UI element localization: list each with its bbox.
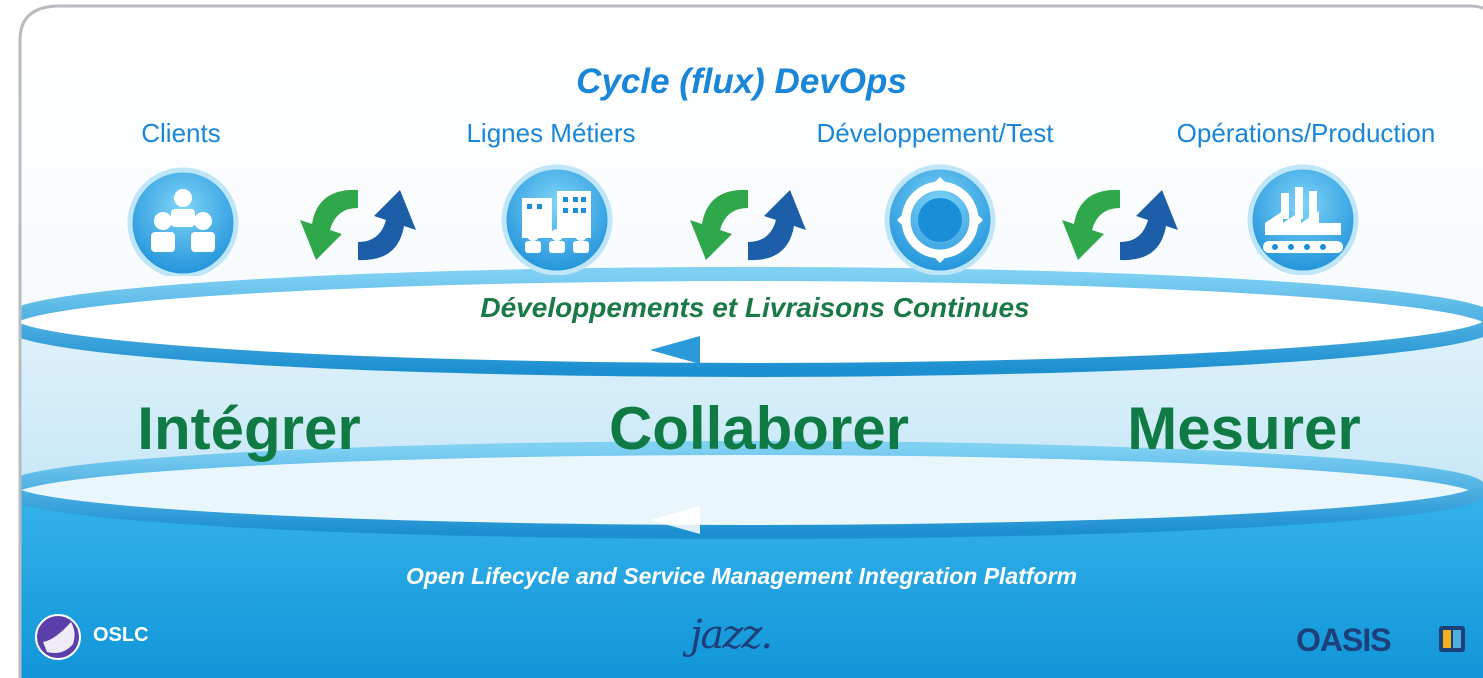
stage-label-developpement-test: Développement/Test: [816, 118, 1054, 148]
pillar-integrer: Intégrer: [137, 395, 361, 462]
jazz-logo: jazz.: [690, 612, 773, 658]
cycle-icon: [884, 164, 996, 275]
oasis-logo-icon: [1439, 626, 1465, 652]
business-buildings-icon: [501, 164, 613, 275]
diagram-title: Cycle (flux) DevOps: [576, 62, 907, 101]
continuous-delivery-label: Développements et Livraisons Continues: [480, 292, 1030, 323]
oslc-logo-icon: [35, 614, 81, 660]
transition-arrow-icon: [690, 189, 806, 261]
stage-label-clients: Clients: [141, 118, 221, 148]
stage-label-lignes-metiers: Lignes Métiers: [466, 118, 636, 148]
factory-icon: [1247, 164, 1359, 275]
people-icon: [127, 167, 239, 276]
platform-label: Open Lifecycle and Service Management In…: [405, 563, 1077, 589]
oslc-logo-text: OSLC: [93, 624, 149, 646]
pillar-collaborer: Collaborer: [608, 395, 910, 462]
transition-arrow-icon: [1062, 189, 1178, 261]
transition-arrow-icon: [300, 189, 416, 261]
stage-label-operations-production: Opérations/Production: [1176, 118, 1436, 148]
pillar-mesurer: Mesurer: [1127, 395, 1361, 462]
oasis-logo-text: OASIS: [1296, 622, 1392, 658]
